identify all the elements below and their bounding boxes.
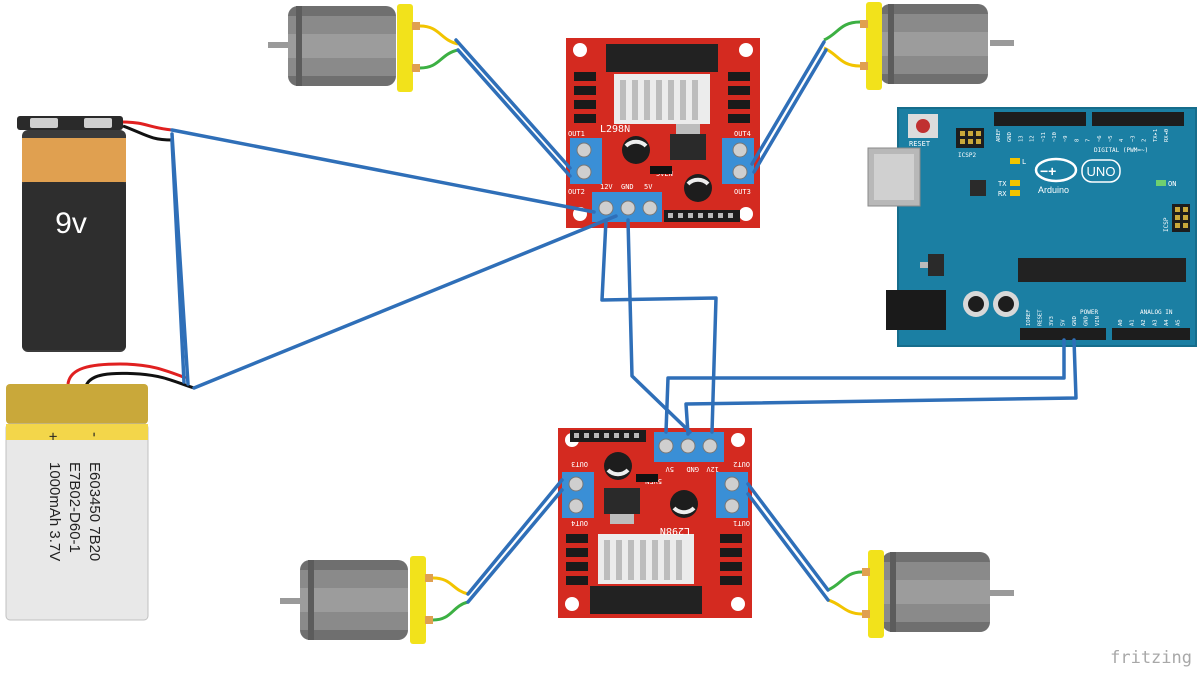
motor-top-right xyxy=(823,2,1014,90)
wires xyxy=(170,38,1078,604)
arduino-reset-label: RESET xyxy=(909,140,931,148)
l298n-top-5v: 5V xyxy=(644,183,653,191)
arduino-digital-pin-label: RX◂0 xyxy=(1164,129,1170,142)
arduino-digital-pin-label: 7 xyxy=(1086,139,1092,142)
lipo-plus: + xyxy=(44,432,61,441)
battery-9v-label: 9v xyxy=(55,207,87,240)
arduino-power-pin-label: VIN xyxy=(1095,316,1101,326)
l298n-bottom-out3: OUT3 xyxy=(571,460,588,468)
arduino-power-pin-label: 5V xyxy=(1061,319,1067,326)
wire-top-12v-to-bottom-12v xyxy=(600,218,718,434)
arduino-power-pin-label: IOREF xyxy=(1026,309,1032,326)
arduino-digital-label: DIGITAL (PWM=~) xyxy=(1094,147,1148,154)
svg-text:−+: −+ xyxy=(1040,163,1056,179)
arduino-analog-label: ANALOG IN xyxy=(1140,309,1173,316)
arduino-digital-pin-label: ~3 xyxy=(1130,135,1136,142)
motor-bottom-right xyxy=(827,550,1014,638)
l298n-top-out3: OUT3 xyxy=(734,188,751,196)
arduino-digital-pin-label: 8 xyxy=(1074,139,1080,142)
l298n-top-gnd: GND xyxy=(621,183,634,191)
arduino-digital-pin-label: ~6 xyxy=(1097,135,1103,142)
wire-motor-tl-a xyxy=(454,38,572,170)
motor-bottom-left xyxy=(280,556,469,644)
lipo-line1: E603450 7B20 xyxy=(86,462,103,561)
arduino-digital-pin-label: 2 xyxy=(1142,139,1148,142)
wire-motor-bl-a xyxy=(466,478,564,596)
arduino-power-pin-label: 3V3 xyxy=(1049,316,1055,326)
arduino-digital-pin-label: 13 xyxy=(1018,135,1024,142)
l298n-top: L298N OUT1 OUT2 OUT3 OUT4 12V GND 5V 5VE… xyxy=(566,38,760,228)
lipo-minus: - xyxy=(86,432,103,437)
wire-9v-to-top-12v xyxy=(170,128,596,214)
arduino-digital-pin-label: GND xyxy=(1007,132,1013,142)
arduino-power-pin-label: RESET xyxy=(1038,309,1044,326)
l298n-bottom-5v: 5V xyxy=(665,465,674,473)
arduino-power-label: POWER xyxy=(1080,309,1098,316)
arduino-analog-pin-label: A2 xyxy=(1141,319,1147,326)
wire-top-gnd-to-bottom-gnd xyxy=(626,218,692,434)
wire-lipo-to-top-gnd xyxy=(192,214,618,390)
wire-9v-minus-to-lipo xyxy=(170,132,190,386)
arduino-rx-led: RX xyxy=(998,190,1007,198)
l298n-top-out1: OUT1 xyxy=(568,130,585,138)
wire-motor-br-b xyxy=(746,492,830,602)
l298n-top-12v: 12V xyxy=(600,183,613,191)
battery-9v: 9v xyxy=(17,116,173,352)
arduino-power-pin-label: GND xyxy=(1084,316,1090,326)
arduino-digital-pin-label: ~11 xyxy=(1041,132,1047,142)
arduino-tx-led: TX xyxy=(998,180,1007,188)
lipo-line3: 1000mAh 3.7V xyxy=(46,462,63,561)
arduino-power-pin-label: GND xyxy=(1072,316,1078,326)
arduino-analog-pin-label: A3 xyxy=(1153,319,1159,326)
arduino-on-led: ON xyxy=(1168,180,1176,188)
wire-motor-br-a xyxy=(746,482,830,592)
wire-arduino-gnd xyxy=(684,338,1078,436)
arduino-digital-pin-label: AREF xyxy=(996,129,1002,142)
arduino-digital-pin-label: ~5 xyxy=(1108,135,1114,142)
lipo-line2: E7B02-D60-1 xyxy=(66,462,83,553)
arduino-l-led: L xyxy=(1022,158,1026,166)
wire-motor-tl-b xyxy=(456,48,572,178)
l298n-bottom: L298N OUT3 OUT4 OUT2 OUT1 5V GND 12V 5VE… xyxy=(558,428,752,618)
l298n-bottom-out4: OUT4 xyxy=(571,519,588,527)
arduino-digital-pin-label: 4 xyxy=(1119,138,1125,142)
l298n-top-out4: OUT4 xyxy=(734,130,751,138)
arduino-icsp-label: ICSP xyxy=(1163,217,1170,232)
arduino-digital-pin-label: TX▸1 xyxy=(1153,129,1159,142)
l298n-top-chip-label: L298N xyxy=(600,124,630,135)
l298n-bottom-chip-label: L298N xyxy=(660,525,690,536)
wire-arduino-5v xyxy=(664,338,1066,434)
wire-motor-tr-a xyxy=(750,40,826,166)
l298n-top-out2: OUT2 xyxy=(568,188,585,196)
lipo-battery: - + E603450 7B20 E7B02-D60-1 1000mAh 3.7… xyxy=(5,362,195,621)
arduino-digital-pin-label: 12 xyxy=(1030,135,1036,142)
wire-motor-bl-b xyxy=(466,488,564,604)
wire-motor-tr-b xyxy=(752,48,828,174)
arduino-brand: Arduino xyxy=(1038,185,1069,195)
fritzing-watermark: fritzing xyxy=(1110,648,1192,668)
arduino-model: UNO xyxy=(1087,164,1116,179)
arduino-icsp2-label: ICSP2 xyxy=(958,152,976,159)
arduino-digital-pin-label: ~9 xyxy=(1063,135,1069,142)
l298n-bottom-gnd: GND xyxy=(686,465,699,473)
arduino-digital-pin-label: ~10 xyxy=(1052,132,1058,142)
l298n-bottom-out2: OUT2 xyxy=(733,460,750,468)
l298n-bottom-out1: OUT1 xyxy=(733,519,750,527)
arduino-analog-pin-label: A5 xyxy=(1176,319,1182,326)
l298n-bottom-12v: 12V xyxy=(706,465,719,473)
motor-top-left xyxy=(268,4,459,92)
arduino-analog-pin-label: A4 xyxy=(1164,319,1170,326)
arduino-analog-pin-label: A1 xyxy=(1130,319,1136,326)
arduino-analog-pin-label: A0 xyxy=(1118,319,1124,326)
